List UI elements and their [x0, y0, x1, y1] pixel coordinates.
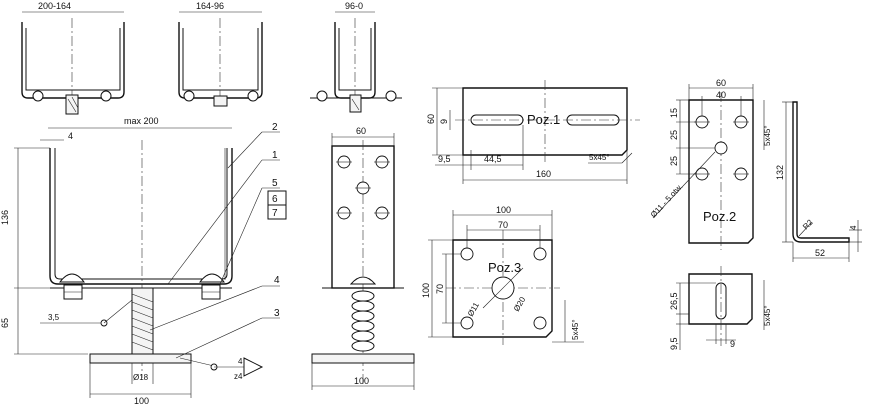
detail-dim-9-5: 9,5 [669, 337, 679, 350]
poz1-dim-160: 160 [536, 169, 551, 179]
side-view: 60 100 [311, 126, 415, 390]
poz3-dim-100w: 100 [496, 205, 511, 215]
poz2-label: Poz.2 [703, 209, 736, 224]
poz3-label: Poz.3 [488, 260, 521, 275]
poz2-dim-4: 4 [849, 225, 858, 230]
top-view-c: 96-0 [310, 1, 402, 113]
detail-dim-9: 9 [730, 339, 735, 349]
callout-7: 7 [272, 208, 278, 219]
side-dim-100: 100 [354, 376, 369, 386]
callout-4: 4 [274, 275, 280, 286]
poz3-dim-100h: 100 [421, 283, 431, 298]
dim-65: 65 [0, 318, 10, 328]
poz2-dim-15: 15 [669, 108, 679, 118]
side-dim-60: 60 [356, 126, 366, 136]
dim-136: 136 [0, 210, 10, 225]
poz3-dim-70w: 70 [498, 220, 508, 230]
poz1-label: Poz.1 [527, 112, 560, 127]
poz2-dim-25a: 25 [669, 130, 679, 140]
poz2-dim-r2: R2 [801, 217, 815, 231]
poz3-dim-d11: Ø11 [466, 300, 481, 318]
poz3-view: Poz.3 Ø11 Ø20 100 70 100 70 5x45° [421, 205, 584, 345]
callout-1: 1 [272, 150, 278, 161]
top-view-a: 200-164 [21, 1, 125, 115]
callout-6: 6 [272, 194, 278, 205]
poz3-chamfer: 5x45° [571, 319, 580, 340]
poz1-dim-60: 60 [426, 114, 436, 124]
poz1-chamfer: 5x45° [589, 153, 610, 162]
main-front-view: max 200 4 136 65 [0, 116, 287, 406]
poz2-dim-25b: 25 [669, 156, 679, 166]
weld-z4: z4 [234, 372, 243, 381]
poz2-dim-132: 132 [775, 165, 785, 180]
poz2-dim-52: 52 [815, 248, 825, 258]
top-view-a-dim: 200-164 [38, 1, 71, 11]
poz3-dim-70h: 70 [435, 284, 445, 294]
weld-size: 4 [238, 357, 243, 366]
top-view-b-dim: 164-96 [196, 1, 224, 11]
callout-3: 3 [274, 308, 280, 319]
poz2-chamfer: 5x45° [763, 125, 772, 146]
dim-max-200: max 200 [124, 116, 159, 126]
callout-5: 5 [272, 178, 278, 189]
poz2-view: Poz.2 60 40 15 25 25 Ø11 - 5 otw. 5x45° [649, 78, 772, 250]
poz3-dim-d20: Ø20 [512, 295, 528, 313]
detail-chamfer: 5x45° [763, 305, 772, 326]
poz1-view: Poz.1 60 9 9,5 44,5 160 5x45° [426, 80, 640, 184]
detail-dim-26-5: 26,5 [669, 292, 679, 310]
dim-d18: Ø18 [133, 373, 149, 382]
top-view-c-dim: 96-0 [345, 1, 363, 11]
rod-thread [131, 293, 154, 351]
poz2-dim-40: 40 [716, 90, 726, 100]
dim-base-100: 100 [134, 396, 149, 406]
callout-2: 2 [272, 122, 278, 133]
detail-view: 26,5 9,5 9 5x45° [669, 266, 772, 350]
dim-3-5: 3,5 [48, 313, 60, 322]
dim-thickness-4: 4 [68, 131, 73, 141]
poz2-holes: Ø11 - 5 otw. [649, 182, 685, 219]
side-spring [351, 290, 375, 352]
poz2-dim-60: 60 [716, 78, 726, 88]
poz2-side-view: 132 R2 4 52 [775, 101, 862, 262]
poz1-dim-9-5: 9,5 [438, 154, 451, 164]
top-view-b: 164-96 [178, 1, 263, 107]
poz1-dim-9: 9 [439, 119, 449, 124]
poz1-dim-44-5: 44,5 [484, 154, 502, 164]
